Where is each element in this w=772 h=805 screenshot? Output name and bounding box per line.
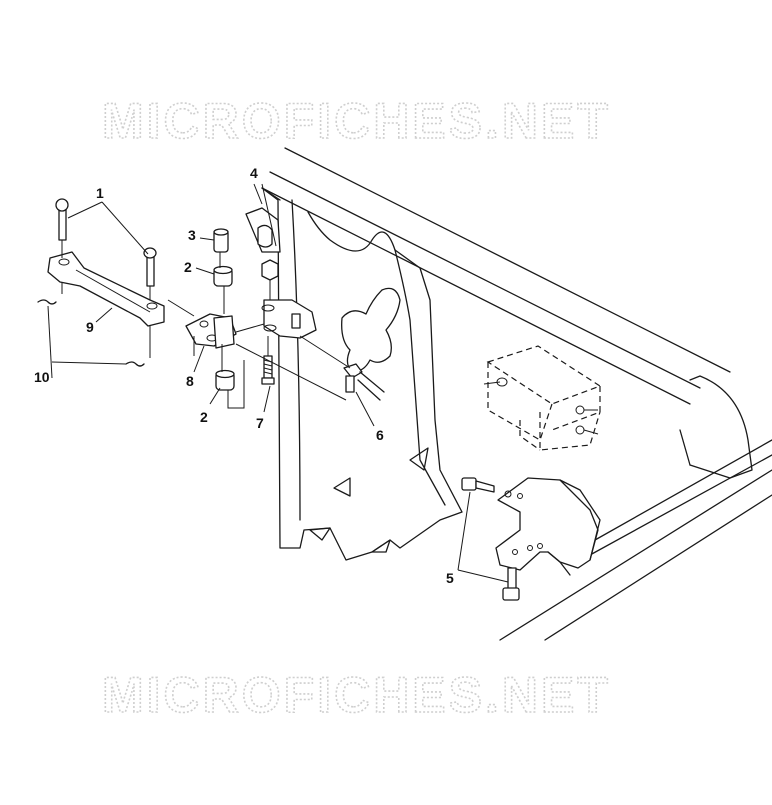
bolt-6 (343, 363, 385, 401)
callout-7: 7 (256, 415, 264, 431)
callout-4: 4 (250, 165, 258, 181)
callout-8: 8 (186, 373, 194, 389)
callout-1: 1 (96, 185, 104, 201)
cotter-pin-right (125, 361, 145, 367)
watermark-top: MICROFICHES.NET (102, 93, 611, 149)
watermark-bottom: MICROFICHES.NET (102, 667, 611, 723)
callout-2-lower: 2 (200, 409, 208, 425)
cotter-pin-left (37, 299, 57, 305)
callout-5: 5 (446, 570, 454, 586)
link-arm (47, 251, 165, 327)
bushing-2-lower (215, 369, 235, 391)
bolt-5-lower (502, 567, 520, 601)
center-bracket (185, 313, 237, 349)
frame-structure (261, 147, 772, 641)
callout-2-upper: 2 (184, 259, 192, 275)
callout-leaders (47, 183, 509, 583)
callout-3: 3 (188, 227, 196, 243)
callout-6: 6 (376, 427, 384, 443)
bushing-2-upper (213, 265, 233, 287)
clevis-pin-upper (55, 198, 69, 241)
spacer-3 (213, 228, 229, 253)
callout-9: 9 (86, 319, 94, 335)
callout-10: 10 (34, 369, 50, 385)
hidden-block-dashed (483, 345, 602, 451)
hinge-bracket (245, 207, 317, 339)
bolt-5-upper (461, 477, 495, 493)
assembly-lines (61, 240, 351, 409)
mounting-bracket (495, 477, 601, 576)
callout-labels: 1 2 2 3 4 5 6 7 8 9 10 (34, 165, 454, 586)
clevis-pin-lower (143, 247, 157, 287)
